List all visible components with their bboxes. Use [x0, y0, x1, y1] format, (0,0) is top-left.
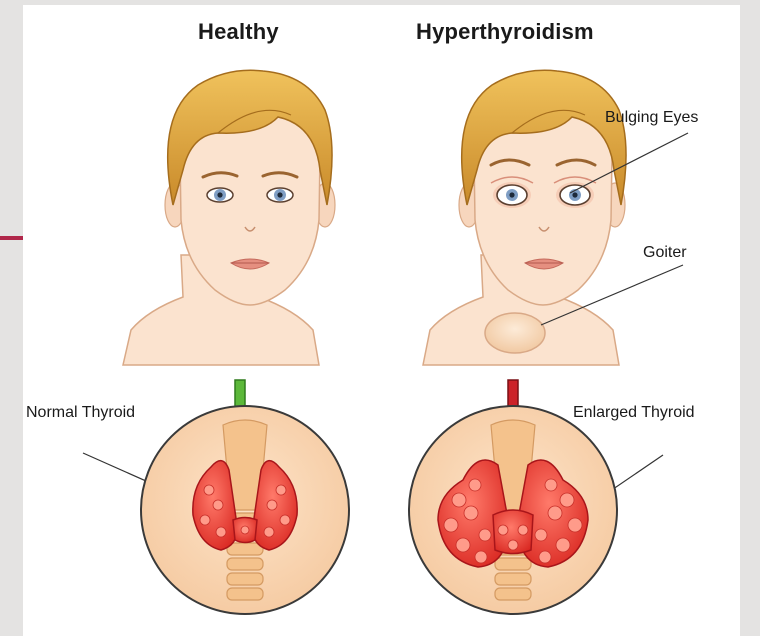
hyperthyroid-face — [423, 70, 626, 365]
heading-hyperthyroidism: Hyperthyroidism — [416, 19, 594, 45]
enlarged-thyroid-circle — [409, 406, 617, 614]
healthy-face — [123, 70, 335, 365]
illustration-panel: Healthy Hyperthyroidism Bulging Eyes Goi… — [23, 5, 740, 636]
label-enlarged-thyroid: Enlarged Thyroid — [573, 404, 695, 422]
normal-thyroid-circle — [141, 406, 349, 614]
label-normal-thyroid: Normal Thyroid — [26, 404, 135, 422]
label-goiter: Goiter — [643, 244, 687, 262]
heading-healthy: Healthy — [198, 19, 279, 45]
thyroid-illustration — [23, 5, 740, 636]
label-bulging-eyes: Bulging Eyes — [605, 109, 698, 127]
